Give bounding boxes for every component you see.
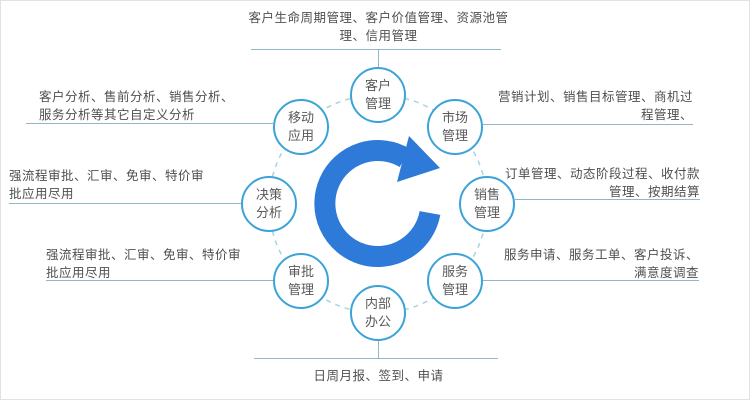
node-service-management: 服务 管理 — [427, 253, 483, 309]
annotation-line: 程管理、 — [640, 108, 693, 123]
annotation-bottom: 日周月报、签到、申请 — [251, 367, 506, 385]
annotation-line: 强流程审批、汇审、免审、特价审 — [46, 248, 242, 262]
node-sales-management: 销售 管理 — [459, 176, 515, 232]
node-label: 管理 — [441, 282, 468, 297]
node-label: 应用 — [287, 128, 314, 143]
connector-bottom-right — [483, 280, 699, 281]
annotation-top-right: 营销计划、销售目标管理、商机过 程管理、 — [478, 88, 693, 124]
node-mobile-apps: 移动 应用 — [273, 99, 329, 155]
node-label: 管理 — [473, 205, 500, 220]
annotation-line: 满意度调查 — [633, 266, 699, 281]
annotation-line: 理、信用管理 — [339, 29, 418, 44]
connector-left — [9, 203, 241, 204]
annotation-line: 服务申请、服务工单、客户投诉、 — [503, 248, 699, 262]
annotation-line: 管理、按期结算 — [608, 185, 700, 200]
node-customer-management: 客户 管理 — [350, 67, 406, 123]
connector-right — [515, 199, 700, 200]
node-label: 服务 — [441, 264, 468, 280]
connector-top-right — [483, 124, 693, 125]
connector-top-left — [26, 123, 273, 124]
node-label: 分析 — [255, 205, 282, 220]
node-approval-management: 审批 管理 — [273, 253, 329, 309]
annotation-line: 批应用尽用 — [46, 266, 112, 281]
node-label: 决策 — [255, 187, 282, 203]
annotation-bottom-right: 服务申请、服务工单、客户投诉、 满意度调查 — [484, 246, 699, 282]
annotation-top-left: 客户分析、售前分析、销售分析、 服务分析等其它自定义分析 — [39, 88, 254, 124]
annotation-line: 订单管理、动态阶段过程、收付款 — [504, 167, 700, 181]
annotation-line: 客户分析、售前分析、销售分析、 — [39, 90, 235, 104]
node-label: 管理 — [287, 282, 314, 297]
node-label: 审批 — [287, 264, 314, 280]
node-label: 市场 — [441, 110, 468, 126]
node-label: 管理 — [364, 96, 391, 111]
connector-bottom-horizontal — [254, 358, 498, 359]
annotation-line: 客户生命周期管理、客户价值管理、资源池管 — [248, 11, 509, 25]
annotation-top: 客户生命周期管理、客户价值管理、资源池管 理、信用管理 — [246, 9, 511, 45]
annotation-line: 批应用尽用 — [9, 187, 75, 202]
annotation-left: 强流程审批、汇审、免审、特价审 批应用尽用 — [9, 167, 224, 203]
annotation-bottom-left: 强流程审批、汇审、免审、特价审 批应用尽用 — [46, 246, 261, 282]
connector-top-horizontal — [251, 49, 501, 50]
connector-bottom-stub — [378, 341, 379, 358]
node-label: 移动 — [287, 110, 314, 126]
node-label: 办公 — [364, 314, 391, 329]
annotation-line: 服务分析等其它自定义分析 — [39, 108, 196, 123]
node-label: 内部 — [364, 296, 391, 312]
node-decision-analysis: 决策 分析 — [241, 176, 297, 232]
annotation-line: 营销计划、销售目标管理、商机过 — [497, 90, 693, 104]
connector-bottom-left — [46, 280, 273, 281]
node-internal-office: 内部 办公 — [350, 285, 406, 341]
node-label: 客户 — [364, 78, 391, 94]
annotation-line: 强流程审批、汇审、免审、特价审 — [9, 169, 205, 183]
node-label: 销售 — [473, 187, 500, 203]
connector-top-stub — [378, 49, 379, 67]
node-market-management: 市场 管理 — [427, 99, 483, 155]
node-label: 管理 — [441, 128, 468, 143]
annotation-right: 订单管理、动态阶段过程、收付款 管理、按期结算 — [485, 165, 700, 201]
annotation-line: 日周月报、签到、申请 — [313, 369, 444, 383]
